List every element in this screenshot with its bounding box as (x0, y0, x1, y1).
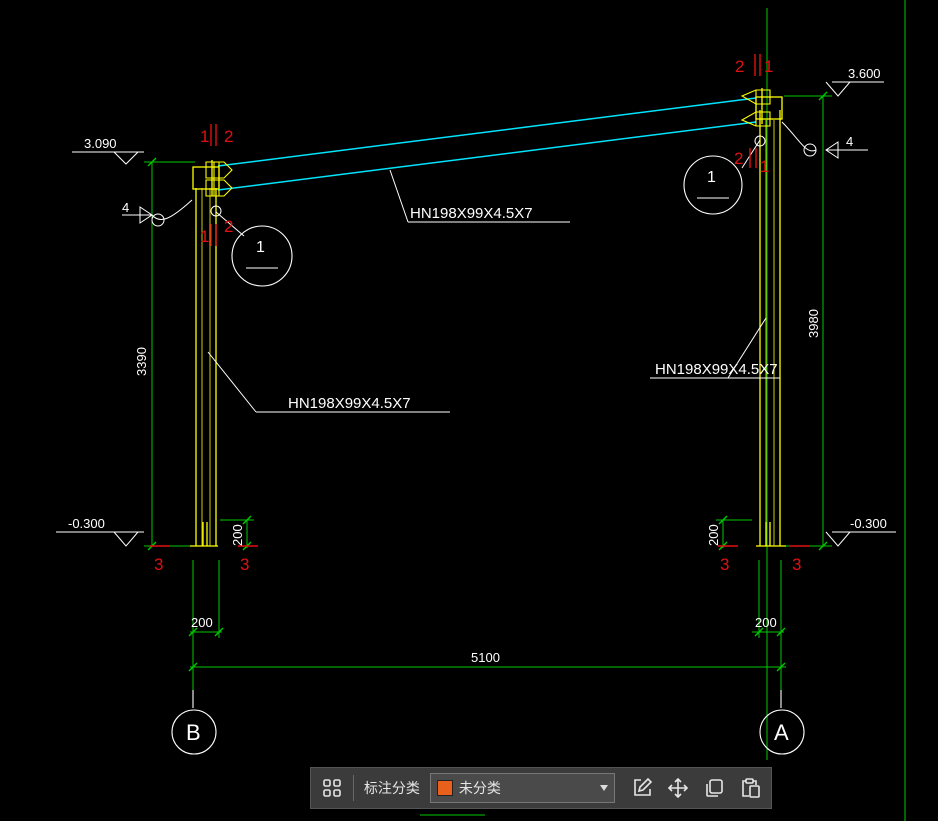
section-mark-left-base-a: 3 (154, 555, 163, 574)
beam-section-label[interactable]: HN198X99X4.5X7 (410, 205, 533, 222)
section-cut-bars (150, 54, 810, 547)
edit-icon[interactable] (627, 773, 657, 803)
annotation-toolbar: 标注分类 未分类 (310, 767, 772, 809)
section-mark-right-base-b: 3 (792, 555, 801, 574)
level-right-bottom: -0.300 (850, 516, 887, 531)
section-mark-left-mid-a: 1 (200, 227, 209, 246)
left-column[interactable] (190, 160, 220, 547)
category-label: 标注分类 (363, 781, 420, 797)
level-left-bottom: -0.300 (68, 516, 105, 531)
right-weld-size: 4 (846, 134, 853, 149)
section-mark-right-mid-b: 1 (760, 157, 769, 176)
category-color-swatch (436, 780, 453, 796)
sloped-beam[interactable] (217, 97, 757, 191)
axis-label-right: A (774, 720, 789, 745)
axis-bubble-left[interactable] (171, 690, 217, 755)
paste-icon[interactable] (735, 773, 765, 803)
level-right-top: 3.600 (848, 66, 881, 81)
right-height-dimension: 3980 (806, 309, 821, 338)
category-dropdown-value: 未分类 (458, 781, 501, 797)
right-detail-number: 1 (707, 169, 716, 186)
category-dropdown[interactable]: 未分类 (429, 773, 616, 803)
left-connection (205, 161, 233, 197)
right-detail-callout[interactable] (683, 155, 743, 215)
right-base-height-dimension: 200 (706, 524, 721, 546)
section-mark-right-top-b: 1 (764, 57, 773, 76)
section-mark-left-top-a: 1 (200, 127, 209, 146)
dimension-ticks (147, 91, 828, 672)
left-height-dimension: 3390 (134, 347, 149, 376)
right-connection (740, 89, 771, 127)
leaders (122, 121, 868, 413)
copy-icon[interactable] (699, 773, 729, 803)
chevron-down-icon (600, 785, 609, 791)
section-mark-left-mid-b: 2 (224, 217, 233, 236)
dimension-lines (144, 95, 832, 690)
level-left-top: 3.090 (84, 136, 117, 151)
left-base-height-dimension: 200 (230, 524, 245, 546)
left-detail-callout[interactable] (231, 225, 293, 287)
left-base-offset-dimension: 200 (191, 615, 213, 630)
span-dimension: 5100 (471, 650, 500, 665)
section-mark-right-mid-a: 2 (734, 149, 743, 168)
section-mark-left-base-b: 3 (240, 555, 249, 574)
axis-bubble-right[interactable] (759, 690, 805, 755)
axis-label-left: B (186, 720, 201, 745)
left-weld-size: 4 (122, 200, 129, 215)
section-mark-right-top-a: 2 (735, 57, 744, 76)
section-mark-right-base-a: 3 (720, 555, 729, 574)
left-column-section-label[interactable]: HN198X99X4.5X7 (288, 395, 411, 412)
grid-icon[interactable] (317, 773, 347, 803)
level-marks (56, 81, 896, 547)
left-detail-number: 1 (256, 239, 265, 256)
move-icon[interactable] (663, 773, 693, 803)
right-base-offset-dimension: 200 (755, 615, 777, 630)
right-column-section-label[interactable]: HN198X99X4.5X7 (655, 361, 778, 378)
section-mark-left-top-b: 2 (224, 127, 233, 146)
toolbar-separator (352, 775, 354, 801)
